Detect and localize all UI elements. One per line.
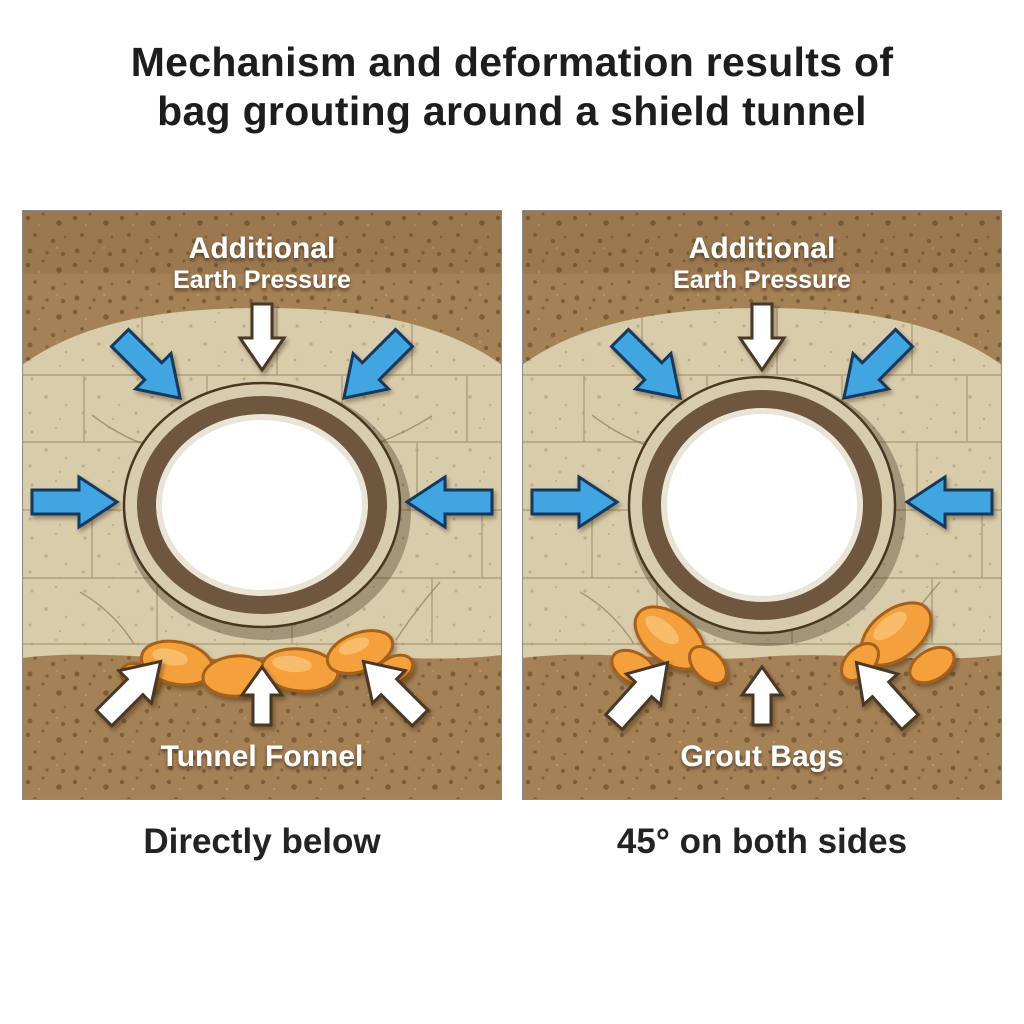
soil-crack xyxy=(79,591,135,645)
panel-labels: Additional Earth Pressure Grout Bags xyxy=(673,232,851,773)
additional-earth-pressure-label-line1: Additional xyxy=(689,232,836,265)
grout-bag xyxy=(908,645,956,685)
page-title-line2: bag grouting around a shield tunnel xyxy=(157,88,867,135)
panel-border xyxy=(522,210,1002,800)
caption-directly-below: Directly below xyxy=(143,822,381,861)
panel-border xyxy=(22,210,502,800)
soil-crack xyxy=(579,591,635,645)
bottom-label: Grout Bags xyxy=(680,740,843,773)
tunnel-interior xyxy=(667,414,857,596)
additional-earth-pressure-label-line1: Additional xyxy=(189,232,336,265)
tunnel xyxy=(122,381,411,640)
panel-labels: Additional Earth Pressure Tunnel Fonnel xyxy=(161,232,364,773)
soil-crack xyxy=(395,581,441,641)
panel-45-both-sides: Additional Earth Pressure Grout Bags xyxy=(522,210,1002,800)
grout-bag xyxy=(688,645,728,685)
additional-earth-pressure-label-line2: Earth Pressure xyxy=(673,266,851,294)
tunnel-interior xyxy=(162,420,362,590)
caption-45-both-sides: 45° on both sides xyxy=(616,822,908,861)
additional-earth-pressure-label-line2: Earth Pressure xyxy=(173,266,351,294)
grout-bags-45-degrees xyxy=(610,601,956,688)
panel-directly-below: Additional Earth Pressure Tunnel Fonnel xyxy=(22,210,502,800)
bottom-label: Tunnel Fonnel xyxy=(161,740,364,773)
page-title: Mechanism and deformation results of bag… xyxy=(0,38,1024,136)
tunnel xyxy=(627,375,906,646)
page-title-line1: Mechanism and deformation results of xyxy=(130,39,894,85)
